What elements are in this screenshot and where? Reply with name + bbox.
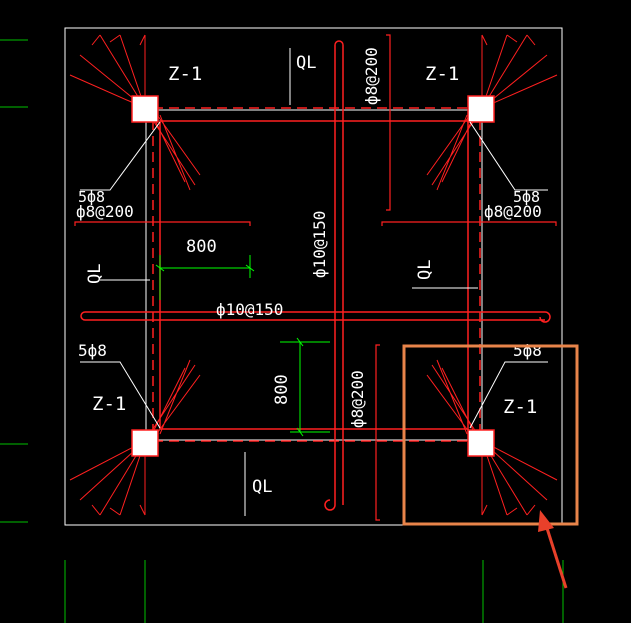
label-z1-top-right: Z-1 [425, 63, 459, 85]
label-ql-top: QL [296, 53, 316, 73]
label-ql-right: QL [415, 260, 435, 280]
label-rebar-bottom-right-count: 5ф8 [513, 341, 542, 360]
label-z1-bottom-right: Z-1 [503, 396, 537, 418]
label-z1-top-left: Z-1 [168, 63, 202, 85]
column-top-right [467, 95, 495, 123]
label-rebar-top-vertical: ф8@200 [362, 47, 381, 105]
column-bottom-right [467, 429, 495, 457]
column-blocks [131, 95, 495, 457]
label-rebar-center-vertical: ф10@150 [310, 211, 329, 278]
central-bars [80, 40, 551, 511]
pointer-arrow [538, 510, 568, 589]
label-rebar-bottom-vertical: ф8@200 [348, 370, 367, 428]
stirrup-brackets [74, 34, 557, 521]
label-ql-left: QL [85, 264, 105, 284]
column-bottom-left [131, 429, 159, 457]
label-rebar-left-stirrup: ф8@200 [76, 202, 134, 221]
label-rebar-right-stirrup: ф8@200 [484, 202, 542, 221]
label-rebar-top-right-count: 5ф8 [513, 188, 540, 206]
outer-frame [64, 27, 563, 526]
label-rebar-center-horizontal: ф10@150 [216, 300, 283, 319]
label-dimension-vertical: 800 [272, 374, 292, 405]
label-rebar-top-left-count: 5ф8 [78, 188, 105, 206]
label-rebar-bottom-left-count: 5ф8 [78, 341, 107, 360]
highlight-box[interactable] [402, 344, 579, 526]
grid-lines [0, 39, 564, 623]
leader-lines [80, 48, 548, 516]
label-z1-bottom-left: Z-1 [92, 393, 126, 415]
label-dimension-horizontal: 800 [186, 237, 217, 257]
column-top-left [131, 95, 159, 123]
dimension-lines [155, 255, 330, 437]
column-fans [69, 34, 558, 516]
beam-rebar [152, 107, 481, 442]
label-ql-bottom: QL [252, 477, 272, 497]
